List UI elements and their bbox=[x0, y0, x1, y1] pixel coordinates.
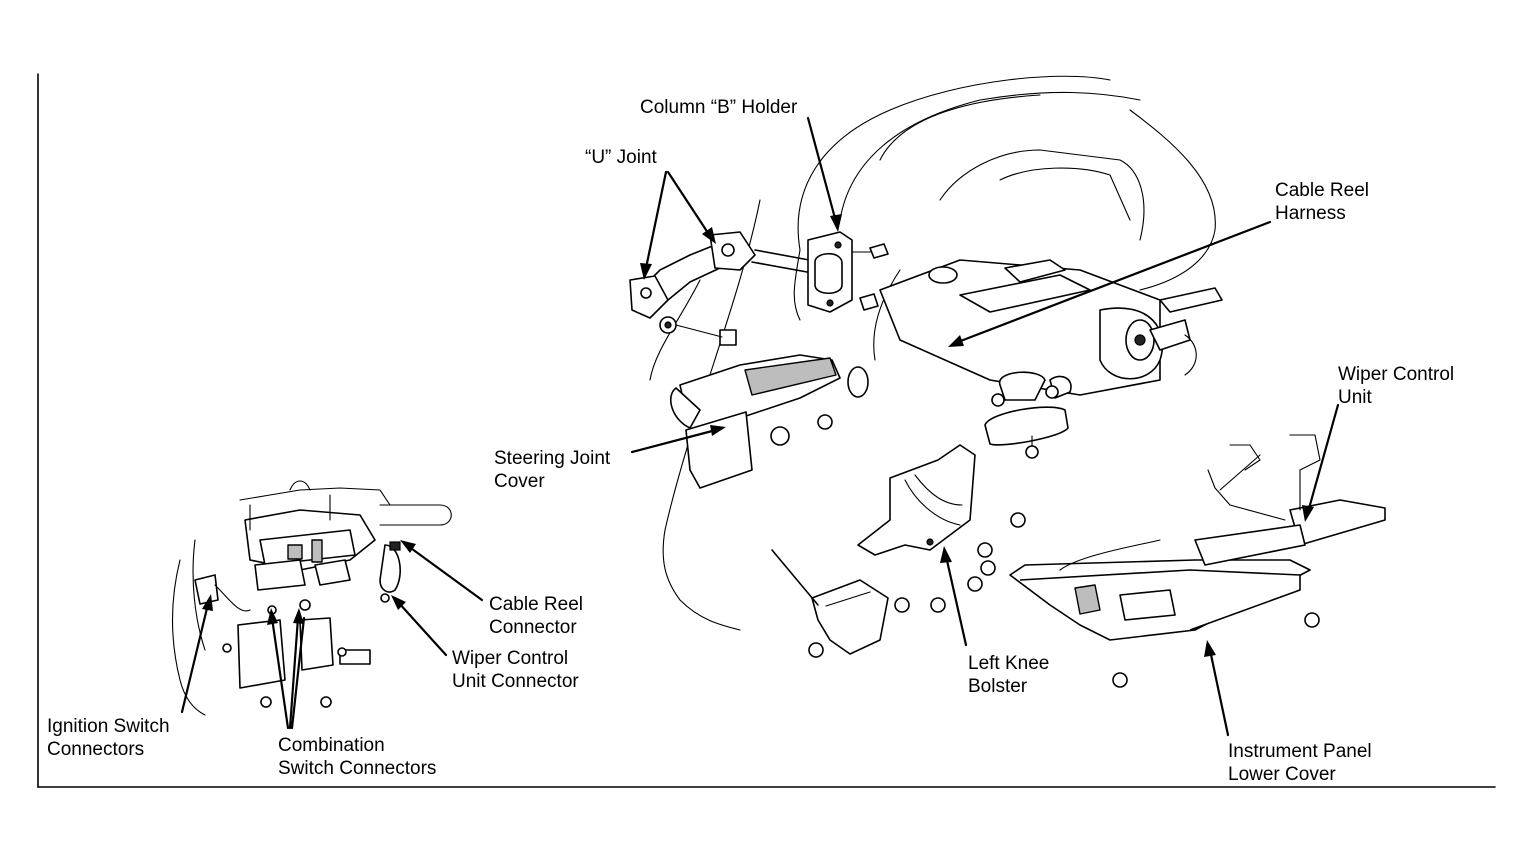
label-line: Instrument Panel bbox=[1228, 741, 1372, 762]
steering-joint-cover-part bbox=[670, 354, 869, 489]
instrument-panel-lower-cover-part bbox=[1009, 434, 1386, 688]
label-line: Steering Joint bbox=[494, 448, 611, 469]
lower-bracket-part bbox=[771, 549, 910, 658]
label-line: Ignition Switch bbox=[47, 716, 170, 737]
figure-frame bbox=[37, 73, 1496, 788]
label-combination-switch-connectors: Combination Switch Connectors bbox=[278, 734, 436, 780]
label-line: Bolster bbox=[968, 676, 1028, 697]
label-line: Connector bbox=[489, 617, 577, 638]
u-joint-assembly bbox=[629, 231, 821, 346]
label-line: Lower Cover bbox=[1228, 764, 1336, 785]
label-line: Switch Connectors bbox=[278, 758, 437, 779]
label-line: Wiper Control bbox=[452, 648, 569, 669]
dashboard-outline bbox=[649, 75, 1216, 631]
label-column-b-holder-text: Column “B” Holder bbox=[640, 97, 798, 118]
label-column-b-holder: Column “B” Holder bbox=[640, 96, 797, 119]
label-wiper-control-unit: Wiper Control Unit bbox=[1338, 363, 1454, 409]
under-dash-inset bbox=[171, 480, 452, 716]
label-line: Unit bbox=[1338, 387, 1372, 408]
label-line: Cover bbox=[494, 471, 545, 492]
label-ignition-switch-connectors: Ignition Switch Connectors bbox=[47, 715, 170, 761]
label-line: Wiper Control bbox=[1338, 364, 1455, 385]
knee-bolster-bracket bbox=[984, 406, 1069, 459]
label-line: Unit Connector bbox=[452, 671, 579, 692]
label-line: Cable Reel bbox=[489, 594, 583, 615]
label-cable-reel-connector: Cable Reel Connector bbox=[489, 593, 583, 639]
label-line: Harness bbox=[1275, 203, 1346, 224]
label-line: Left Knee bbox=[968, 653, 1050, 674]
left-knee-bolster-part bbox=[857, 444, 1026, 613]
label-line: Connectors bbox=[47, 739, 145, 760]
label-u-joint: “U” Joint bbox=[585, 146, 657, 169]
label-wiper-control-unit-connector: Wiper Control Unit Connector bbox=[452, 647, 579, 693]
label-instrument-panel-lower-cover: Instrument Panel Lower Cover bbox=[1228, 740, 1372, 786]
label-u-joint-text: “U” Joint bbox=[585, 147, 657, 168]
label-left-knee-bolster: Left Knee Bolster bbox=[968, 652, 1049, 698]
label-steering-joint-cover: Steering Joint Cover bbox=[494, 447, 610, 493]
steering-column-body bbox=[879, 259, 1223, 407]
label-line: Cable Reel bbox=[1275, 180, 1369, 201]
column-b-holder-part bbox=[807, 231, 889, 313]
label-line: Combination bbox=[278, 735, 385, 756]
label-cable-reel-harness: Cable Reel Harness bbox=[1275, 179, 1369, 225]
leader-arrows bbox=[180, 116, 1340, 737]
